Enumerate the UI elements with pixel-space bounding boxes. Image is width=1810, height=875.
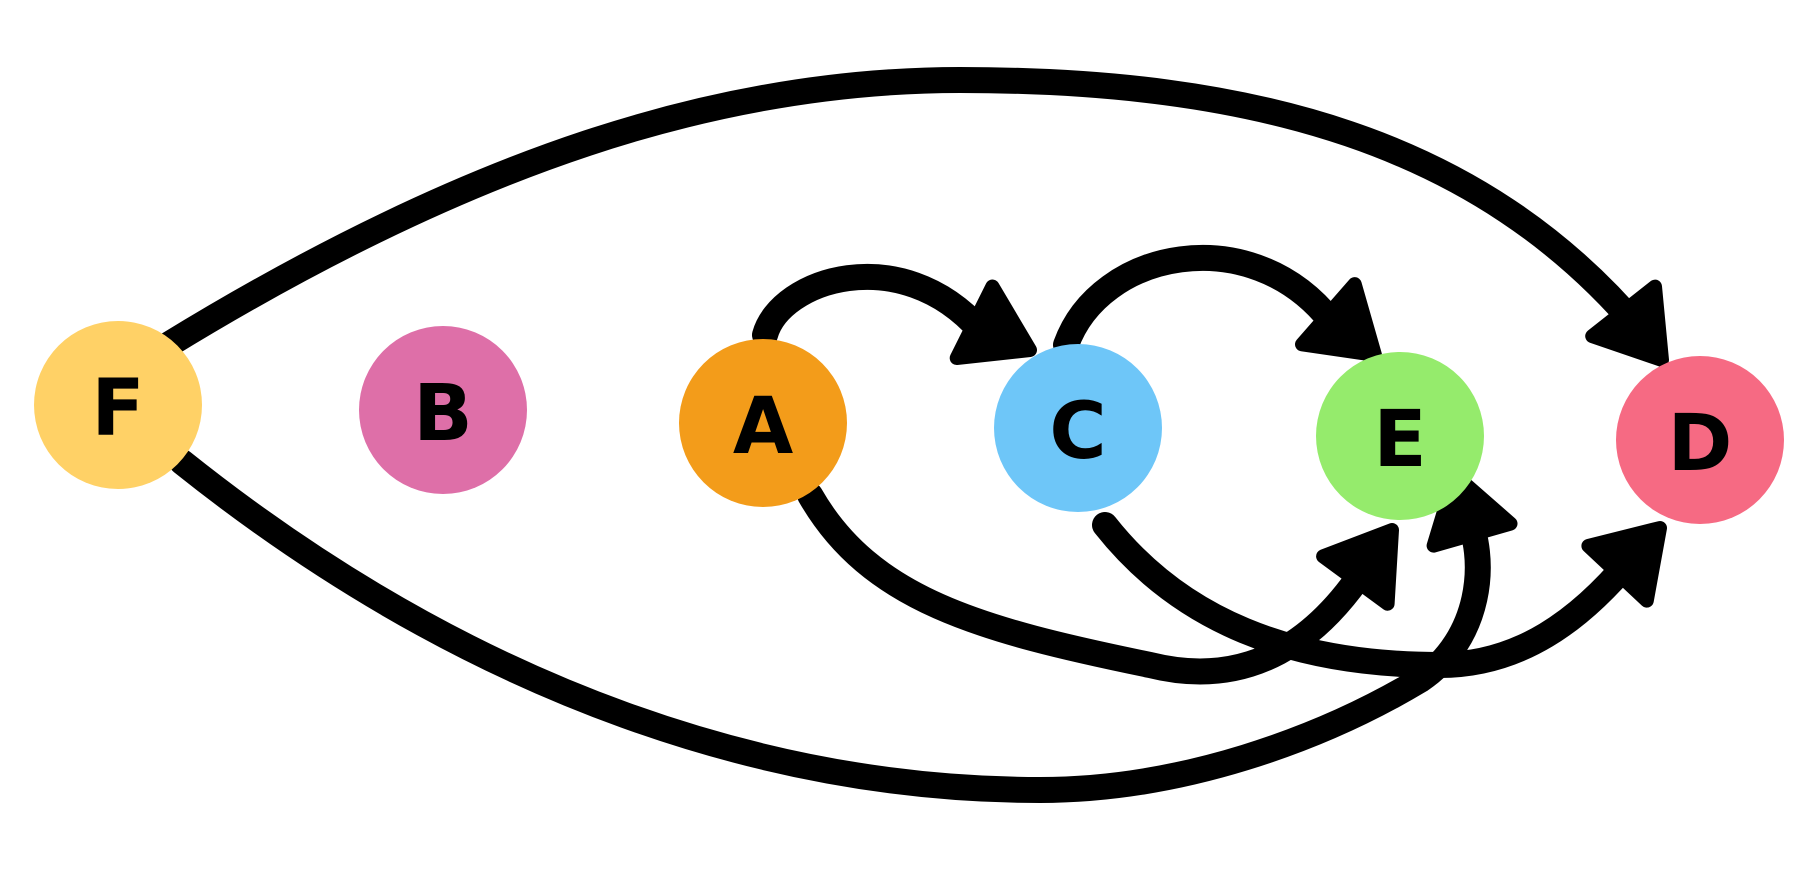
edge-c-to-e [1053, 245, 1382, 362]
node-circle [1616, 356, 1784, 524]
arrow-head-icon [1295, 277, 1382, 362]
node-circle [994, 344, 1162, 512]
edge-line [169, 449, 1491, 803]
edge-f-to-d [155, 67, 1669, 367]
node-c: C [994, 344, 1162, 512]
node-circle [34, 321, 202, 489]
node-d: D [1616, 356, 1784, 524]
edge-line [797, 482, 1383, 685]
node-label: A [733, 382, 793, 472]
node-b: B [359, 326, 527, 494]
edges-layer [155, 67, 1669, 803]
arrow-head-icon [1581, 521, 1667, 608]
node-label: B [413, 369, 472, 459]
edge-line [155, 67, 1653, 358]
edge-line [752, 263, 993, 348]
edge-a-to-c [752, 263, 1037, 365]
node-label: F [91, 364, 144, 454]
node-label: E [1373, 395, 1426, 485]
node-a: A [679, 339, 847, 507]
edge-line [1053, 245, 1343, 358]
node-e: E [1316, 352, 1484, 520]
edge-a-to-e [797, 482, 1399, 685]
node-circle [679, 339, 847, 507]
edge-line [1092, 512, 1643, 678]
node-circle [1316, 352, 1484, 520]
arrow-head-icon [1585, 279, 1669, 367]
edge-c-to-d [1092, 512, 1667, 678]
node-f: F [34, 321, 202, 489]
node-label: D [1668, 399, 1733, 489]
node-circle [359, 326, 527, 494]
arrow-head-icon [949, 279, 1037, 365]
node-label: C [1049, 387, 1106, 477]
arrow-head-icon [1316, 523, 1399, 611]
